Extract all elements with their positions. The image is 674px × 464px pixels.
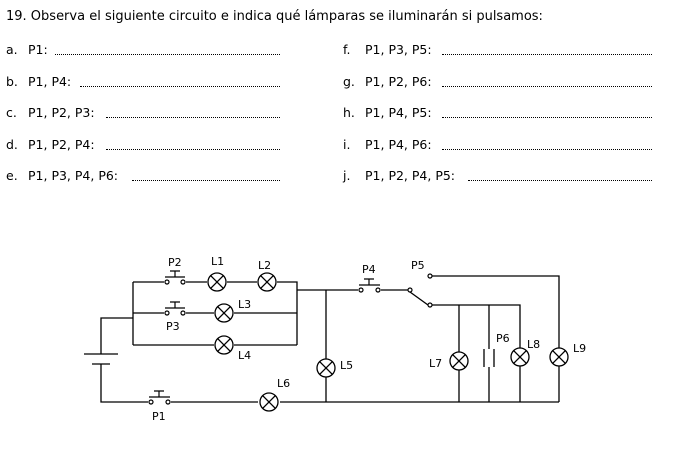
label-l4: L4 (238, 349, 251, 362)
answer-line-c[interactable] (106, 117, 280, 118)
label-p1: P1 (152, 410, 166, 423)
pushbutton-p1-icon (148, 390, 171, 405)
lamp-l9-icon (549, 347, 569, 367)
answer-line-j[interactable] (468, 180, 652, 181)
question-letter: b. (6, 74, 18, 89)
label-p3: P3 (166, 320, 180, 333)
question-letter: g. (343, 74, 355, 89)
question-text: P1: (28, 42, 48, 57)
question-text: P1, P2, P4, P5: (365, 168, 456, 183)
lamp-l2-icon (257, 272, 277, 292)
label-l3: L3 (238, 298, 251, 311)
question-i: i. P1, P4, P6: (343, 137, 432, 152)
lamp-l7-icon (449, 351, 469, 371)
question-text: P1, P2, P6: (365, 74, 432, 89)
pushbutton-p2-icon (164, 270, 186, 285)
question-text: P1, P4: (28, 74, 72, 89)
answer-line-b[interactable] (80, 86, 280, 87)
answer-line-d[interactable] (106, 149, 280, 150)
answer-line-h[interactable] (442, 117, 652, 118)
lamp-l4-icon (214, 335, 234, 355)
question-j: j. P1, P2, P4, P5: (343, 168, 455, 183)
label-p2: P2 (168, 256, 182, 269)
question-letter: c. (6, 105, 17, 120)
label-l2: L2 (258, 259, 271, 272)
answer-line-f[interactable] (442, 54, 652, 55)
question-letter: j. (343, 168, 351, 183)
question-letter: f. (343, 42, 351, 57)
label-l9: L9 (573, 342, 586, 355)
answer-line-a[interactable] (55, 54, 280, 55)
switch-p5-icon (407, 273, 433, 308)
question-text: P1, P3, P5: (365, 42, 432, 57)
question-b: b. P1, P4: (6, 74, 71, 89)
pushbutton-p3-icon (164, 301, 186, 316)
question-letter: d. (6, 137, 18, 152)
answer-line-i[interactable] (442, 149, 652, 150)
question-g: g. P1, P2, P6: (343, 74, 432, 89)
question-e: e. P1, P3, P4, P6: (6, 168, 118, 183)
label-l8: L8 (527, 338, 540, 351)
question-letter: e. (6, 168, 18, 183)
question-h: h. P1, P4, P5: (343, 105, 432, 120)
question-c: c. P1, P2, P3: (6, 105, 95, 120)
lamp-l3-icon (214, 303, 234, 323)
question-text: P1, P3, P4, P6: (28, 168, 119, 183)
answer-line-g[interactable] (442, 86, 652, 87)
label-l6: L6 (277, 377, 290, 390)
question-text: P1, P4, P5: (365, 105, 432, 120)
lamp-l6-icon (259, 392, 279, 412)
question-letter: i. (343, 137, 351, 152)
question-d: d. P1, P2, P4: (6, 137, 95, 152)
question-f: f. P1, P3, P5: (343, 42, 432, 57)
question-text: P1, P4, P6: (365, 137, 432, 152)
question-letter: h. (343, 105, 355, 120)
label-p4: P4 (362, 263, 376, 276)
label-p5: P5 (411, 259, 425, 272)
label-l5: L5 (340, 359, 353, 372)
answer-line-e[interactable] (132, 180, 280, 181)
label-l7: L7 (429, 357, 442, 370)
lamp-l1-icon (207, 272, 227, 292)
battery-symbol (84, 353, 118, 365)
question-text: P1, P2, P3: (28, 105, 95, 120)
label-p6: P6 (496, 332, 510, 345)
question-text: P1, P2, P4: (28, 137, 95, 152)
question-letter: a. (6, 42, 18, 57)
pushbutton-p4-icon (358, 278, 381, 293)
label-l1: L1 (211, 255, 224, 268)
lamp-l5-icon (316, 358, 336, 378)
question-a: a. P1: (6, 42, 48, 57)
exercise-title: 19. Observa el siguiente circuito e indi… (6, 9, 543, 24)
